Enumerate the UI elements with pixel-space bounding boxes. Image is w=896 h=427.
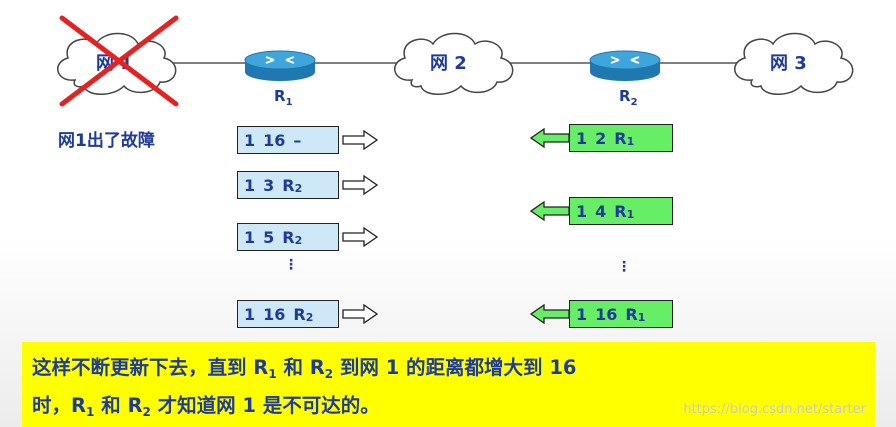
entry-distance: 4 bbox=[595, 201, 607, 221]
entry-distance: 3 bbox=[263, 175, 275, 195]
caption-box: 这样不断更新下去，直到 R1 和 R2 到网 1 的距离都增大到 16 时，R1… bbox=[22, 342, 875, 427]
entry-next-hop: R bbox=[282, 227, 295, 247]
entry-next-hop-sub: 2 bbox=[305, 310, 314, 324]
entry-next-hop-sub: 2 bbox=[294, 233, 303, 247]
cloud-net2: 网 2 bbox=[394, 32, 514, 95]
entry-distance: 16 bbox=[595, 304, 618, 324]
r1-label: R1 bbox=[274, 87, 293, 108]
entry-next-hop: R bbox=[282, 175, 295, 195]
left-arrow-icon bbox=[530, 304, 570, 324]
entry-distance: 16 bbox=[263, 304, 286, 324]
right-arrow-icon bbox=[342, 227, 378, 247]
entry-net: 1 bbox=[576, 201, 588, 221]
entry-net: 1 bbox=[244, 227, 256, 247]
router-r1-icon bbox=[244, 50, 316, 81]
left-arrow-icon bbox=[530, 201, 570, 221]
router-r2-icon bbox=[589, 50, 661, 81]
caption-line-1: 这样不断更新下去，直到 R1 和 R2 到网 1 的距离都增大到 16 bbox=[32, 356, 577, 381]
entry-distance: 16 bbox=[263, 130, 286, 150]
entry-net: 1 bbox=[244, 175, 256, 195]
net2-label: 网 2 bbox=[430, 53, 467, 74]
network-diagram: 网 1 网 2 网 3 R1 R2 bbox=[57, 15, 854, 108]
left-arrow-icon bbox=[530, 128, 570, 148]
r1-update-entry: 1 16 – bbox=[237, 126, 339, 154]
entry-next-hop-sub: 1 bbox=[637, 310, 646, 324]
entry-distance: 5 bbox=[263, 227, 275, 247]
right-arrow-icon bbox=[342, 130, 378, 150]
right-arrow-icon bbox=[342, 175, 378, 195]
caption-line-2: 时，R1 和 R2 才知道网 1 是不可达的。 bbox=[32, 394, 380, 419]
ellipsis-right: ⋮ bbox=[617, 259, 631, 275]
entry-net: 1 bbox=[576, 128, 588, 148]
entry-next-hop: R bbox=[614, 128, 627, 148]
entry-distance: 2 bbox=[595, 128, 607, 148]
cloud-net3: 网 3 bbox=[734, 32, 854, 95]
entry-next-hop-sub: 2 bbox=[294, 181, 303, 195]
entry-next-hop-sub: 1 bbox=[626, 134, 635, 148]
entry-net: 1 bbox=[576, 304, 588, 324]
entry-next-hop: – bbox=[293, 130, 302, 150]
entry-net: 1 bbox=[244, 304, 256, 324]
watermark: https://blog.csdn.net/starter bbox=[683, 402, 866, 417]
r2-label: R2 bbox=[619, 87, 638, 108]
ellipsis-left: ⋮ bbox=[284, 257, 298, 273]
failure-cross-icon bbox=[59, 15, 179, 107]
net3-label: 网 3 bbox=[770, 53, 807, 74]
entry-next-hop-sub: 1 bbox=[626, 207, 635, 221]
entry-next-hop: R bbox=[293, 304, 306, 324]
right-arrow-icon bbox=[342, 304, 378, 324]
fault-note: 网1出了故障 bbox=[58, 131, 155, 151]
entry-next-hop: R bbox=[614, 201, 627, 221]
entry-next-hop: R bbox=[625, 304, 638, 324]
entry-net: 1 bbox=[244, 130, 256, 150]
